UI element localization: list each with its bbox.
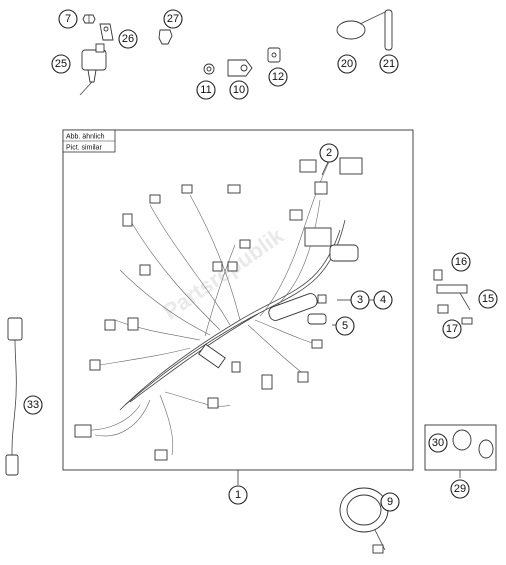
callout-25: 25 (51, 54, 71, 74)
callout-27: 27 (163, 9, 183, 29)
callout-9: 9 (380, 492, 400, 512)
svg-text:27: 27 (167, 13, 179, 25)
callout-21: 21 (379, 54, 399, 74)
svg-text:11: 11 (200, 84, 211, 96)
svg-text:5: 5 (342, 320, 348, 332)
svg-text:3: 3 (357, 294, 363, 306)
part-27-clip (158, 29, 173, 45)
callout-5: 5 (335, 316, 355, 336)
callout-26: 26 (118, 29, 138, 49)
svg-text:1: 1 (235, 489, 241, 501)
callout-12: 12 (268, 67, 288, 87)
svg-text:20: 20 (341, 58, 353, 70)
part-33-sensor-cable (5, 317, 23, 476)
part-20-cable-tie (336, 11, 386, 40)
svg-text:26: 26 (122, 33, 134, 45)
note-line-en: Pict. similar (66, 145, 102, 152)
part-30-switch (452, 429, 494, 459)
svg-text:33: 33 (27, 399, 39, 411)
svg-text:15: 15 (482, 293, 494, 305)
watermark-text: Partsrepublik (159, 223, 289, 325)
callout-11: 11 (196, 80, 216, 100)
svg-text:12: 12 (272, 71, 284, 83)
callout-1: 1 (228, 485, 248, 505)
svg-text:21: 21 (383, 58, 395, 70)
svg-text:17: 17 (446, 323, 458, 335)
callout-15: 15 (478, 289, 498, 309)
svg-text:29: 29 (454, 483, 466, 495)
callout-10: 10 (229, 80, 249, 100)
part-9-lamp (339, 487, 389, 554)
svg-text:4: 4 (380, 294, 386, 306)
part-26-bracket (99, 23, 114, 41)
callout-33: 33 (23, 395, 43, 415)
callout-29: 29 (450, 479, 470, 499)
part-12-holder (267, 47, 281, 63)
callout-30: 30 (428, 433, 448, 453)
svg-text:16: 16 (455, 256, 467, 268)
svg-text:9: 9 (387, 496, 393, 508)
callout-3: 3 (350, 290, 370, 310)
callout-2: 2 (319, 143, 339, 163)
callout-20: 20 (337, 54, 357, 74)
part-10-bracket (227, 59, 253, 77)
callout-7: 7 (58, 9, 78, 29)
part-11-nut (203, 63, 215, 75)
svg-text:10: 10 (233, 84, 245, 96)
callout-4: 4 (373, 290, 393, 310)
svg-text:7: 7 (65, 13, 71, 25)
svg-text:25: 25 (55, 58, 67, 70)
part-29-box (424, 424, 497, 471)
part-25-switch (79, 43, 107, 96)
callout-16: 16 (451, 252, 471, 272)
part-7-screw (82, 14, 96, 24)
svg-text:2: 2 (326, 147, 332, 159)
part-15-bracket-assembly (433, 269, 473, 325)
callout-17: 17 (442, 319, 462, 339)
svg-text:30: 30 (432, 437, 444, 449)
harness-connectors (74, 157, 363, 461)
part-21-strap (384, 9, 393, 51)
note-line-de: Abb. ähnlich (66, 134, 105, 141)
wiring-harness (79, 159, 346, 456)
note-box: Abb. ähnlich Pict. similar (62, 129, 116, 153)
